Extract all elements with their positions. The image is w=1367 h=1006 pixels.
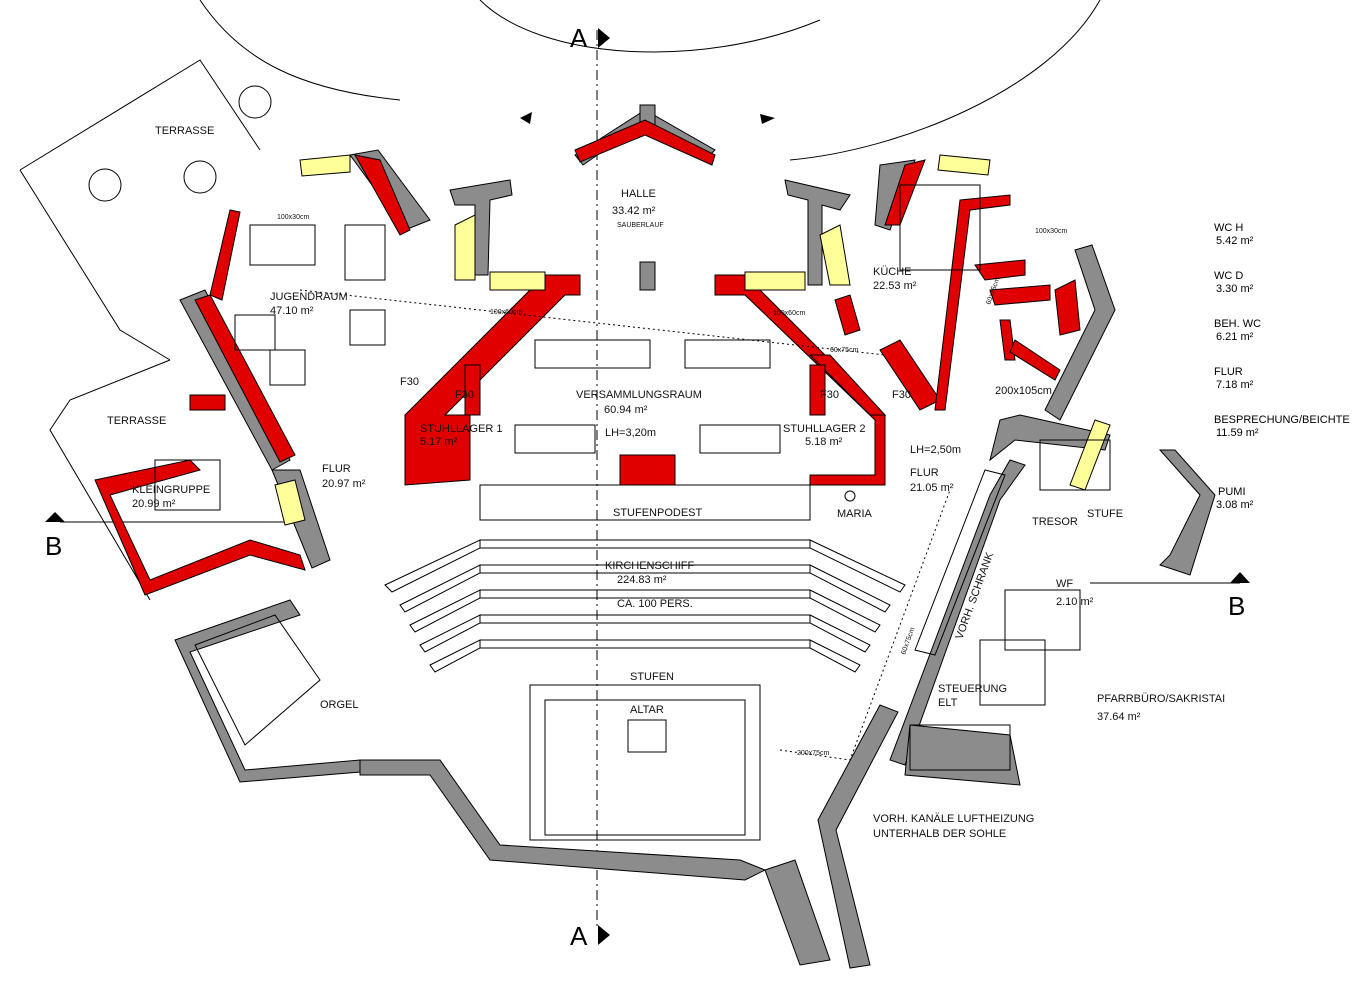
room-versammlungsraum-area: 60.94 m² xyxy=(604,404,648,416)
section-a-bottom: A xyxy=(570,921,588,951)
label-terrasse-top: TERRASSE xyxy=(155,125,214,137)
label-dim-60x75: 60x75cm xyxy=(830,347,859,354)
room-versammlungsraum-name: VERSAMMLUNGSRAUM xyxy=(576,389,702,401)
label-altar: ALTAR xyxy=(630,704,664,716)
label-dim-200x105: 200x105cm xyxy=(995,385,1052,397)
room-kueche-area: 22.53 m² xyxy=(873,280,917,292)
legend-name: PUMI xyxy=(1218,486,1246,498)
room-flur-left-name: FLUR xyxy=(322,463,351,475)
room-stuhllager1-name: STUHLLAGER 1 xyxy=(420,423,503,435)
legend-name: WC D xyxy=(1214,270,1244,282)
legend-area: 3.30 m² xyxy=(1216,283,1254,295)
room-wf-name: WF xyxy=(1056,578,1073,590)
room-pfarrbuero-name: PFARRBÜRO/SAKRISTAI xyxy=(1097,693,1225,705)
legend-beh-wc: BEH. WC 6.21 m² xyxy=(1214,318,1364,366)
room-versammlungsraum-height: LH=3,20m xyxy=(605,427,656,439)
label-steuerung: STEUERUNG xyxy=(938,683,1007,695)
legend-name: BESPRECHUNG/BEICHTE xyxy=(1214,414,1350,426)
label-stufen: STUFEN xyxy=(630,671,674,683)
legend-besprechung: BESPRECHUNG/BEICHTE 11.59 m² xyxy=(1214,414,1364,462)
label-dim-100x30-l: 100x30cm xyxy=(277,214,309,221)
label-dim-100x60-l: 100x60cm xyxy=(490,309,522,316)
legend-area: 6.21 m² xyxy=(1216,331,1254,343)
label-dim-200x75: 200x75cm xyxy=(797,750,829,757)
room-flur-right-name: FLUR xyxy=(910,467,939,479)
legend-wc-d: WC D 3.30 m² xyxy=(1214,270,1364,318)
label-f30-d: F30 xyxy=(892,389,911,401)
label-dim-100x60-r: 100x60cm xyxy=(773,310,805,317)
room-halle-name: HALLE xyxy=(621,188,656,200)
room-jugendraum-name: JUGENDRAUM xyxy=(270,291,348,303)
section-a-top: A xyxy=(570,23,588,53)
label-orgel: ORGEL xyxy=(320,699,359,711)
label-f30-a: F30 xyxy=(400,376,419,388)
label-elt: ELT xyxy=(938,697,958,709)
label-stufenpodest: STUFENPODEST xyxy=(613,507,703,519)
room-kueche-name: KÜCHE xyxy=(873,266,912,278)
room-flur-right-height: LH=2,50m xyxy=(910,444,961,456)
label-kanaele-2: UNTERHALB DER SOHLE xyxy=(873,828,1006,840)
room-kleingruppe-area: 20.99 m² xyxy=(132,498,176,510)
label-f30-b: F30 xyxy=(455,389,474,401)
room-kirchenschiff-name: KIRCHENSCHIFF xyxy=(605,560,695,572)
room-kleingruppe-name: KLEINGRUPPE xyxy=(132,484,210,496)
legend-wc-h: WC H 5.42 m² xyxy=(1214,222,1364,270)
room-stuhllager1-area: 5.17 m² xyxy=(420,436,458,448)
legend-pumi: PUMI 3.08 m² xyxy=(1214,486,1364,534)
section-b-left: B xyxy=(45,531,62,561)
legend-flur: FLUR 7.18 m² xyxy=(1214,366,1364,414)
room-pfarrbuero-area: 37.64 m² xyxy=(1097,711,1141,723)
room-kirchenschiff-area: 224.83 m² xyxy=(617,574,667,586)
label-tresor: TRESOR xyxy=(1032,516,1078,528)
legend-area: 11.59 m² xyxy=(1216,427,1259,439)
legend-area: 7.18 m² xyxy=(1216,379,1254,391)
room-halle-area: 33.42 m² xyxy=(612,205,656,217)
legend-area: 3.08 m² xyxy=(1216,499,1254,511)
legend-area: 5.42 m² xyxy=(1216,235,1254,247)
label-f30-c: F30 xyxy=(820,389,839,401)
room-flur-right-area: 21.05 m² xyxy=(910,482,954,494)
legend-name: WC H xyxy=(1214,222,1244,234)
room-stuhllager2-name: STUHLLAGER 2 xyxy=(783,423,866,435)
label-dim-60x75c: 60x75cm xyxy=(900,626,916,655)
label-maria: MARIA xyxy=(837,508,873,520)
room-halle-sub: SAUBERLAUF xyxy=(617,222,664,229)
room-kirchenschiff-capacity: CA. 100 PERS. xyxy=(617,598,693,610)
room-jugendraum-area: 47.10 m² xyxy=(270,305,314,317)
label-dim-100x30-r: 100x30cm xyxy=(1035,228,1067,235)
room-wf-area: 2.10 m² xyxy=(1056,596,1094,608)
room-area-list: WC H 5.42 m² WC D 3.30 m² BEH. WC 6.21 m… xyxy=(1214,222,1364,534)
section-b-right: B xyxy=(1228,591,1245,621)
legend-name: BEH. WC xyxy=(1214,318,1262,330)
legend-name: FLUR xyxy=(1214,366,1243,378)
room-stuhllager2-area: 5.18 m² xyxy=(805,436,843,448)
label-terrasse-left: TERRASSE xyxy=(107,415,166,427)
label-stufe: STUFE xyxy=(1087,508,1123,520)
room-flur-left-area: 20.97 m² xyxy=(322,478,366,490)
label-kanaele-1: VORH. KANÄLE LUFTHEIZUNG xyxy=(873,813,1034,825)
